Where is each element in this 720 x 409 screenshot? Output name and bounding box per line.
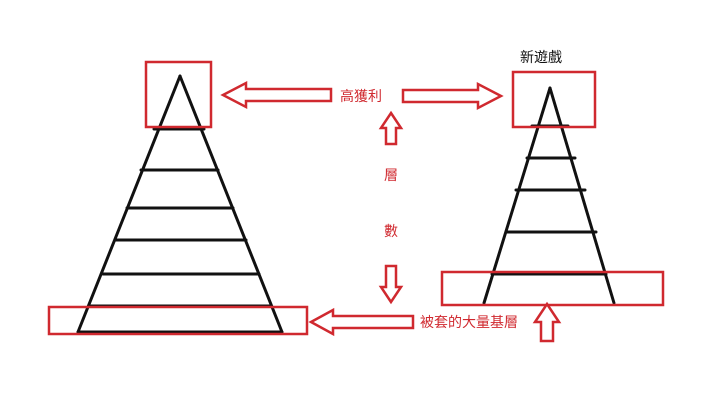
right-pyramid-left-edge — [482, 86, 552, 305]
left-pyramid — [76, 74, 284, 334]
arrow-left-to-left-base — [308, 307, 415, 337]
high-profit-label: 高獲利 — [340, 88, 382, 105]
trapped-base-label: 被套的大量基層 — [420, 314, 518, 331]
left-top-highlight-box — [144, 60, 213, 129]
right-top-highlight-box — [511, 70, 597, 129]
new-game-label: 新遊戲 — [520, 50, 562, 66]
right-pyramid-right-edge — [548, 86, 616, 305]
arrow-up-to-right-base — [532, 301, 562, 343]
layers-label-char1: 層 — [384, 168, 398, 184]
left-pyramid-right-edge — [178, 74, 284, 334]
right-base-highlight-box — [440, 270, 665, 307]
layers-label-char2: 數 — [384, 224, 398, 240]
arrow-down-layers — [378, 264, 404, 305]
arrow-up-layers — [378, 110, 404, 146]
right-pyramid — [482, 86, 616, 305]
arrow-right-to-right-top — [401, 81, 504, 111]
arrow-left-to-left-top — [220, 80, 333, 110]
left-base-highlight-box — [47, 305, 309, 336]
left-pyramid-left-edge — [76, 74, 182, 334]
